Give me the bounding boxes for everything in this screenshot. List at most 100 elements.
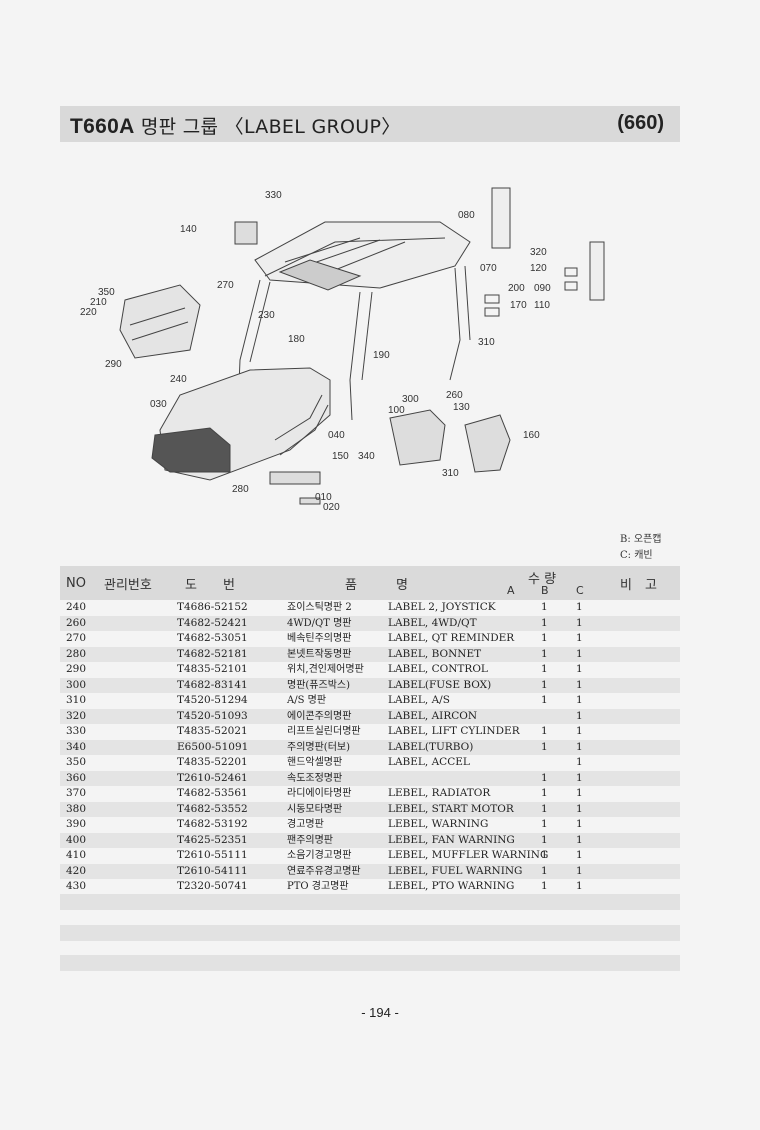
row-no: 240 (66, 601, 87, 613)
row-qty-c: 1 (576, 756, 583, 768)
row-no: 410 (66, 849, 87, 861)
svg-text:240: 240 (170, 374, 187, 385)
row-qty-c: 1 (576, 632, 583, 644)
row-korean-name: PTO 경고명판 (287, 881, 349, 892)
row-korean-name: 위치,견인제어명판 (287, 664, 364, 675)
row-qty-c: 1 (576, 725, 583, 737)
row-korean-name: A/S 명판 (287, 695, 327, 706)
svg-text:080: 080 (458, 210, 475, 221)
header-c: C (576, 584, 584, 597)
label-plate-010 (299, 497, 321, 505)
row-korean-name: 팬주의명판 (287, 834, 333, 846)
row-no: 260 (66, 616, 87, 629)
page-title: T660A 명판 그룹 〈LABEL GROUP〉 (70, 112, 401, 139)
svg-text:070: 070 (480, 263, 497, 274)
svg-text:110: 110 (534, 300, 550, 311)
svg-text:170: 170 (510, 300, 527, 311)
svg-text:340: 340 (358, 451, 375, 462)
blank-row (60, 894, 680, 910)
row-qty-c: 1 (576, 601, 583, 613)
svg-text:130: 130 (453, 402, 470, 413)
row-qty-c: 1 (576, 647, 583, 660)
row-no: 350 (66, 756, 87, 768)
row-qty-b: 1 (541, 601, 548, 613)
cab-roof (254, 221, 471, 289)
row-english-name: LABEL, QT REMINDER (388, 632, 515, 644)
row-english-name: LABEL, BONNET (388, 647, 482, 660)
roof-panel (278, 259, 362, 291)
row-english-name: LABEL, 4WD/QT (388, 616, 477, 629)
row-qty-b: 1 (541, 802, 548, 815)
table-header: NO 관리번호 도 번 품 명 수 량 A B C 비 고 (60, 566, 680, 600)
svg-text:100: 100 (388, 405, 405, 416)
group-title: 명판 그룹 〈LABEL GROUP〉 (140, 116, 401, 138)
row-no: 310 (66, 694, 87, 706)
header-mgmt: 관리번호 (104, 578, 152, 593)
svg-text:190: 190 (373, 350, 390, 361)
svg-text:140: 140 (180, 224, 197, 235)
row-english-name: LEBEL, FAN WARNING (388, 833, 515, 846)
fender-left (119, 284, 201, 359)
row-qty-b: 1 (541, 864, 548, 877)
row-no: 290 (66, 663, 87, 675)
row-korean-name: 4WD/QT 명판 (287, 617, 352, 629)
row-english-name: LABEL, ACCEL (388, 756, 470, 768)
row-part-number: T4682-53552 (177, 802, 248, 815)
row-qty-b: 1 (541, 740, 548, 753)
row-no: 280 (66, 647, 87, 660)
row-korean-name: 리프트실린더명판 (287, 726, 361, 737)
row-qty-c: 1 (576, 849, 583, 861)
row-korean-name: 소음기경고명판 (287, 850, 352, 861)
row-qty-c: 1 (576, 864, 583, 877)
blank-row (60, 955, 680, 971)
row-korean-name: 라디에이타명판 (287, 788, 352, 799)
header-a: A (507, 584, 515, 597)
row-english-name: LABEL, A/S (388, 694, 450, 706)
label-plate-140 (234, 221, 258, 245)
row-qty-b: 1 (541, 833, 548, 846)
svg-text:010: 010 (315, 492, 332, 503)
row-qty-b: 1 (541, 880, 548, 892)
svg-text:290: 290 (105, 359, 122, 370)
row-part-number: T2320-50741 (177, 880, 248, 892)
label-strip-320 (589, 241, 605, 301)
title-bar: T660A 명판 그룹 〈LABEL GROUP〉 (660) (60, 106, 680, 142)
label-plate-280 (269, 471, 321, 485)
row-qty-b: 1 (541, 678, 548, 691)
row-korean-name: 연료주유경고명판 (287, 865, 361, 877)
svg-text:310: 310 (442, 468, 459, 479)
row-qty-c: 1 (576, 771, 583, 784)
row-korean-name: 베속틴주의명판 (287, 633, 352, 644)
svg-text:270: 270 (217, 280, 234, 291)
page-number: - 194 - (361, 1005, 399, 1020)
row-part-number: T4835-52101 (177, 663, 248, 675)
table-row: 410 T2610-55111 소음기경고명판 LEBEL, MUFFLER WARN… (60, 848, 680, 864)
row-korean-name: 경고명판 (287, 819, 324, 830)
row-part-number: T4682-83141 (177, 678, 248, 691)
row-qty-b: 1 (541, 771, 548, 784)
svg-text:330: 330 (265, 190, 282, 201)
row-english-name: LEBEL, MUFFLER WARNING (388, 849, 549, 861)
row-english-name: LABEL(FUSE BOX) (388, 678, 492, 691)
row-part-number: T2610-55111 (177, 849, 248, 861)
svg-text:320: 320 (530, 247, 547, 258)
row-qty-b: 1 (541, 616, 548, 629)
header-b: B (541, 584, 549, 597)
exploded-parts-diagram: 330 080 140 320 120 070 090 200 110 170 … (80, 187, 605, 513)
row-part-number: T4835-52201 (177, 756, 248, 768)
row-qty-c: 1 (576, 709, 583, 722)
row-qty-c: 1 (576, 880, 583, 892)
model-number: T660A (70, 115, 135, 138)
header-drawing: 도 번 (185, 578, 235, 593)
row-part-number: T4682-53192 (177, 818, 248, 830)
